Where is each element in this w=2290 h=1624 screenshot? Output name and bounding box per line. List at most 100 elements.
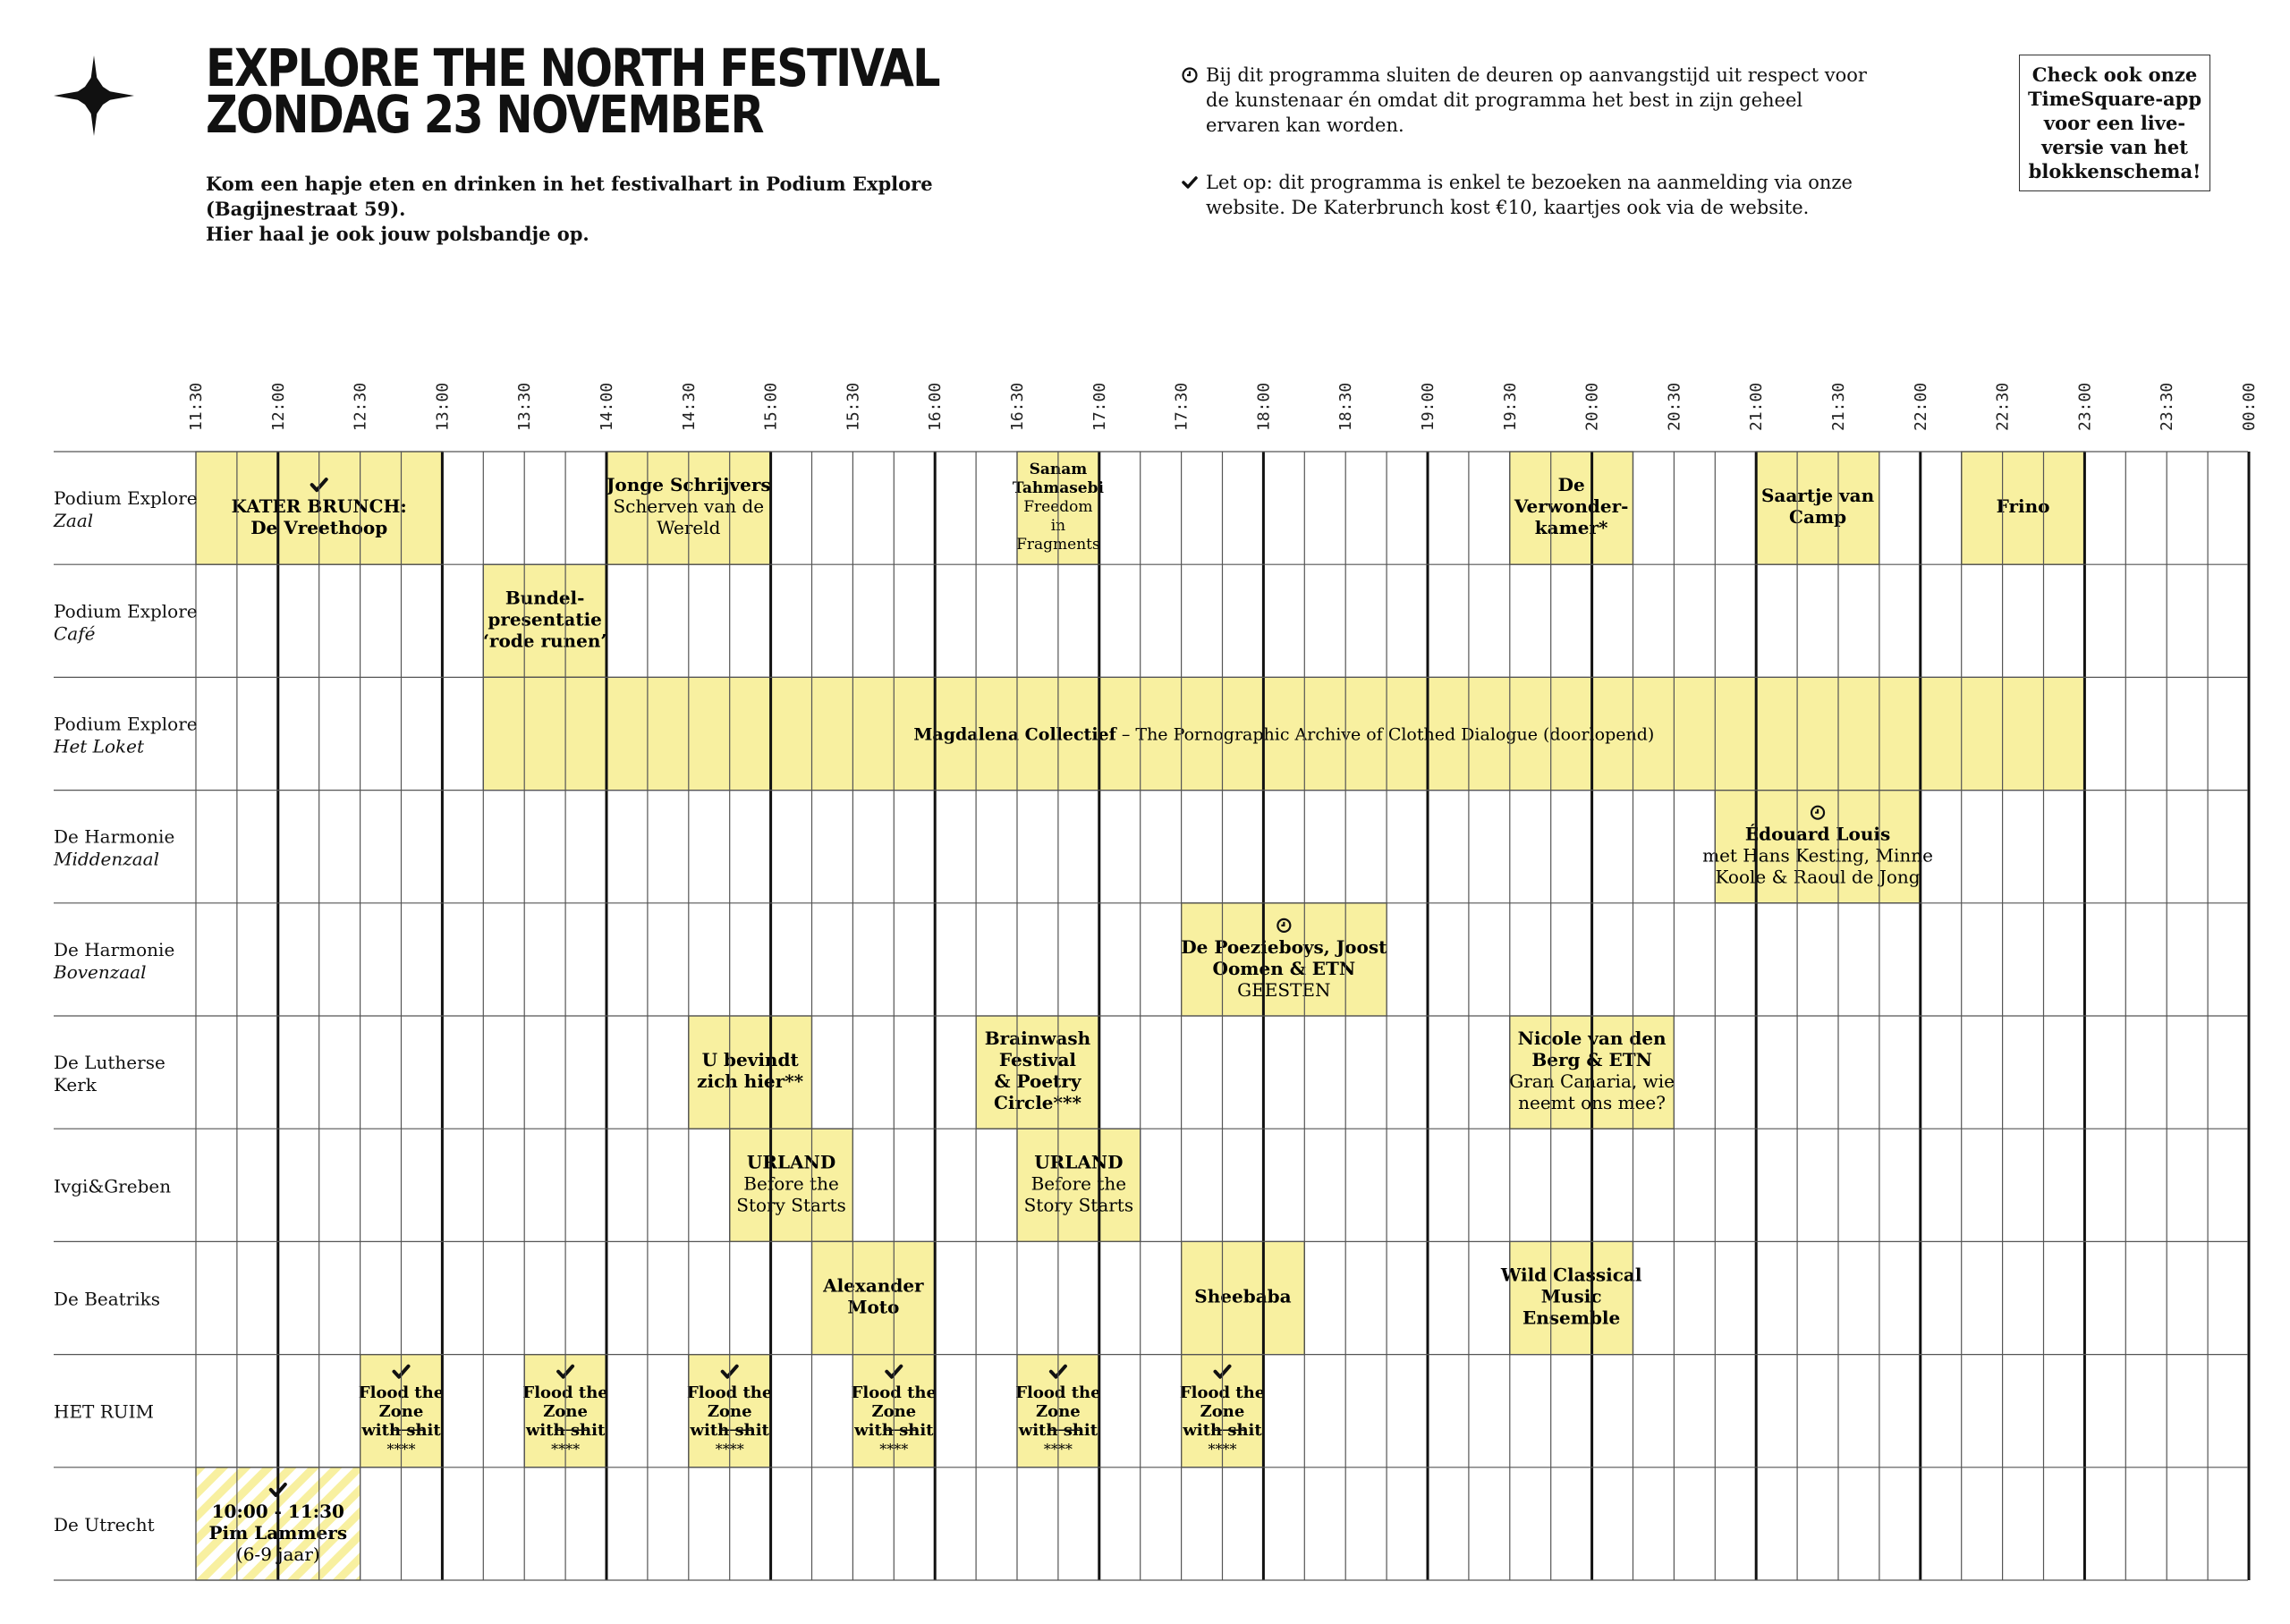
event-title: Magdalena Collectief – The Pornographic … [913,725,1654,745]
event-title: Flood the [852,1383,937,1402]
time-label: 22:00 [1912,383,1930,431]
note-doors-close: Bij dit programma sluiten de deuren op a… [1182,63,1868,138]
event-line: in [1051,517,1065,535]
event-line: ‘rode runen’ [483,630,606,651]
check-icon [268,1482,287,1497]
event-block-bg [1016,1128,1141,1242]
venue-name: HET RUIM [54,1401,154,1423]
event-block-bg [1180,1240,1305,1356]
event-line: **** [551,1441,580,1458]
event-block-bg [195,451,443,565]
event-title: Saartje van [1761,485,1875,506]
event-line: **** [879,1441,908,1458]
venue-name: De Harmonie [54,939,174,960]
time-label: 16:00 [926,383,945,431]
event-line: GEESTEN [1237,979,1330,1001]
check-icon [885,1364,903,1379]
event-block-bg [1714,789,1921,904]
event-block-bg [195,1467,361,1581]
event-line: with shit [853,1421,934,1440]
event-block-bg [1509,1015,1675,1129]
north-star-icon [54,55,134,136]
event-title: Alexander [822,1275,924,1297]
event-title: De Poezieboys, Joost [1181,936,1387,958]
venue-name: Podium Explore [54,714,198,735]
time-label: 19:00 [1419,383,1438,431]
event-line: Tahmasebi [1013,479,1105,497]
event-line: **** [1044,1441,1073,1458]
event-block-bg [1180,1353,1264,1468]
time-label: 12:00 [269,383,288,431]
time-label: 20:30 [1665,383,1684,431]
event-line: Freedom [1023,498,1092,516]
event-block[interactable]: Frino [1961,451,2085,565]
event-line: **** [1209,1441,1237,1458]
event-title: Édouard Louis [1745,824,1890,845]
time-label: 14:00 [598,383,616,431]
venue-label: HET RUIM [54,1401,154,1423]
venue-name: De Beatriks [54,1289,160,1310]
event-line: with shit [525,1421,606,1440]
venue-name: De Utrecht [54,1514,155,1535]
time-label: 21:00 [1747,383,1766,431]
event-line: neemt ons mee? [1518,1092,1666,1113]
event-line: Koole & Raoul de Jong [1716,867,1921,888]
event-title: Sanam [1030,461,1088,478]
event-line: Scherven van de [613,495,764,517]
event-block[interactable]: Sheebaba [1180,1240,1305,1356]
event-line: **** [716,1441,744,1458]
time-label: 18:00 [1254,383,1273,431]
event-title: URLAND [747,1151,835,1172]
event-line: Zone [1200,1402,1245,1421]
event-line: Moto [847,1297,899,1318]
check-icon [1182,176,1198,189]
event-title: KATER BRUNCH: [232,495,407,517]
event-line: Oomen & ETN [1213,958,1356,979]
event-block-bg [1016,1353,1100,1468]
event-title: 10:00 - 11:30 [212,1501,344,1522]
time-label: 17:00 [1090,383,1109,431]
event-line: Story Starts [736,1194,846,1215]
event-title: U bevindt [702,1049,800,1070]
venue-label: De Utrecht [54,1514,155,1535]
check-icon [720,1364,739,1379]
event-line: Zone [871,1402,916,1421]
event-line: Before the [1031,1172,1126,1194]
event-block[interactable]: Magdalena Collectief – The Pornographic … [482,676,2085,791]
event-block-bg [482,676,2085,791]
venue-sub: Zaal [53,510,93,531]
event-line: Zone [379,1402,424,1421]
check-icon [1213,1364,1232,1379]
event-block-bg [523,1353,607,1468]
event-title: Flood the [1180,1383,1265,1402]
time-label: 22:30 [1994,383,2013,431]
event-block[interactable]: KATER BRUNCH:De Vreethoop [195,451,443,565]
venue-name: De Lutherse [54,1052,165,1073]
event-block[interactable]: Bundel-presentatie‘rode runen’ [482,563,607,679]
event-title: URLAND [1034,1151,1123,1172]
